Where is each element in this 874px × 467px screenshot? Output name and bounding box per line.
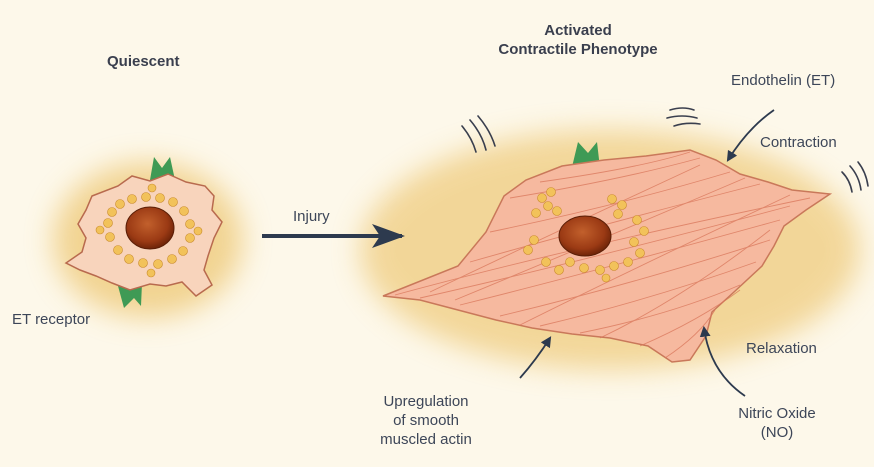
label-nitric-oxide: Nitric Oxide (NO) xyxy=(724,404,830,442)
label-nitric-oxide-line2: (NO) xyxy=(724,423,830,442)
label-upregulation-line2: of smooth xyxy=(370,411,482,430)
label-upregulation: Upregulation of smooth muscled actin xyxy=(370,392,482,449)
label-activated: Activated Contractile Phenotype xyxy=(460,21,696,59)
label-upregulation-line1: Upregulation xyxy=(370,392,482,411)
label-nitric-oxide-line1: Nitric Oxide xyxy=(724,404,830,423)
label-injury: Injury xyxy=(293,207,330,226)
label-upregulation-line3: muscled actin xyxy=(370,430,482,449)
label-et-receptor: ET receptor xyxy=(12,310,90,329)
quiescent-nucleus xyxy=(126,207,174,249)
label-relaxation: Relaxation xyxy=(746,339,817,358)
label-activated-line2: Contractile Phenotype xyxy=(460,40,696,59)
activated-nucleus xyxy=(559,216,611,256)
label-activated-line1: Activated xyxy=(460,21,696,40)
label-contraction: Contraction xyxy=(760,133,837,152)
label-endothelin: Endothelin (ET) xyxy=(731,71,835,90)
label-quiescent: Quiescent xyxy=(107,52,180,71)
